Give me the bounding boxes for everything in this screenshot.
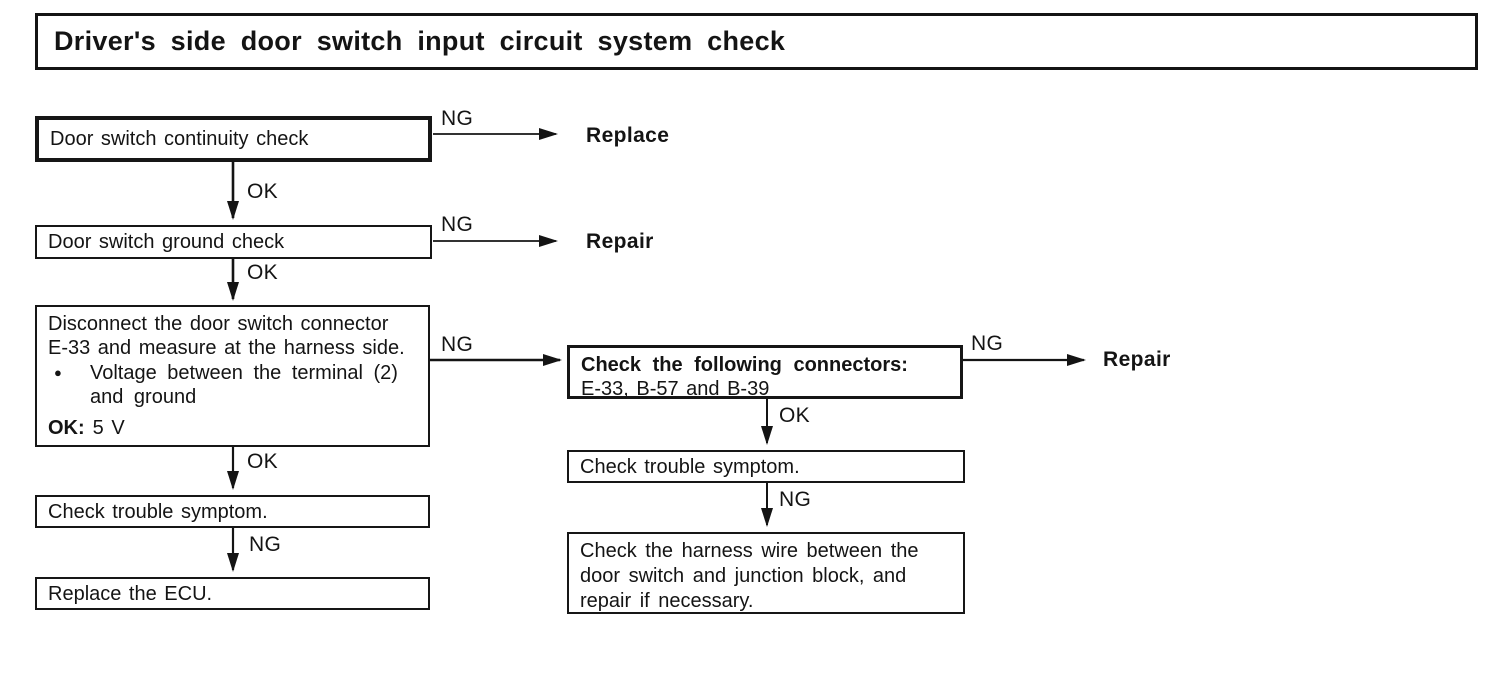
bullet-line: and ground (90, 386, 197, 408)
flow-box-label: Check trouble symptom. (580, 455, 800, 478)
flow-box-check-trouble-symptom-left: Check trouble symptom. (35, 495, 430, 528)
flow-box-line: Check the following connectors: (581, 354, 908, 376)
result-replace: Replace (586, 124, 670, 147)
flow-box-check-harness-wire: Check the harness wire between the door … (567, 532, 965, 614)
flow-box-line: Check the harness wire between the (580, 540, 919, 562)
bullet-text: Voltage between the terminal (2) and gro… (90, 361, 398, 409)
flow-box-paragraph: Disconnect the door switch connector E-3… (48, 312, 417, 360)
edge-label-ng-connectors: NG (971, 332, 1004, 355)
bullet-line: Voltage between the terminal (2) (90, 362, 398, 384)
edge-label-ng-continuity: NG (441, 107, 474, 130)
edge-label-ok-ground: OK (247, 261, 278, 284)
page-title: Driver's side door switch input circuit … (54, 26, 786, 56)
edge-label-ng-ground: NG (441, 213, 474, 236)
flow-box-line: repair if necessary. (580, 590, 754, 612)
edge-label-ng-disconnect: NG (441, 333, 474, 356)
ok-spec-line: OK: 5 V (48, 416, 417, 440)
ok-spec-key: OK: (48, 417, 85, 439)
flow-box-line: Disconnect the door switch connector (48, 313, 389, 335)
title-bar: Driver's side door switch input circuit … (35, 13, 1478, 70)
edge-label-ng-trouble-left: NG (249, 533, 282, 556)
flow-box-label: Replace the ECU. (48, 582, 213, 605)
edge-label-ng-trouble-right: NG (779, 488, 812, 511)
flow-box-check-trouble-symptom-right: Check trouble symptom. (567, 450, 965, 483)
bullet-icon: ● (54, 365, 62, 380)
flow-box-door-switch-ground-check: Door switch ground check (35, 225, 432, 259)
bullet-item: ● Voltage between the terminal (2) and g… (48, 361, 417, 409)
edge-label-ok-connectors: OK (779, 404, 810, 427)
flow-box-label: Door switch ground check (48, 231, 285, 253)
flow-box-check-connectors: Check the following connectors: E-33, B-… (567, 345, 963, 400)
edge-label-ok-disconnect: OK (247, 450, 278, 473)
flow-box-line: E-33, B-57 and B-39 (581, 378, 770, 400)
edge-label-ok-continuity: OK (247, 180, 278, 203)
flow-box-door-switch-continuity-check: Door switch continuity check (35, 116, 432, 162)
flow-box-line: door switch and junction block, and (580, 565, 907, 587)
result-repair-2: Repair (1103, 348, 1171, 371)
flow-box-line: E-33 and measure at the harness side. (48, 337, 405, 359)
flow-box-label: Door switch continuity check (50, 128, 309, 150)
flow-box-label: Check trouble symptom. (48, 500, 268, 523)
result-repair-1: Repair (586, 230, 654, 253)
flow-box-disconnect-connector: Disconnect the door switch connector E-3… (35, 305, 430, 447)
ok-spec-value: 5 V (92, 417, 125, 439)
flow-box-replace-ecu: Replace the ECU. (35, 577, 430, 610)
